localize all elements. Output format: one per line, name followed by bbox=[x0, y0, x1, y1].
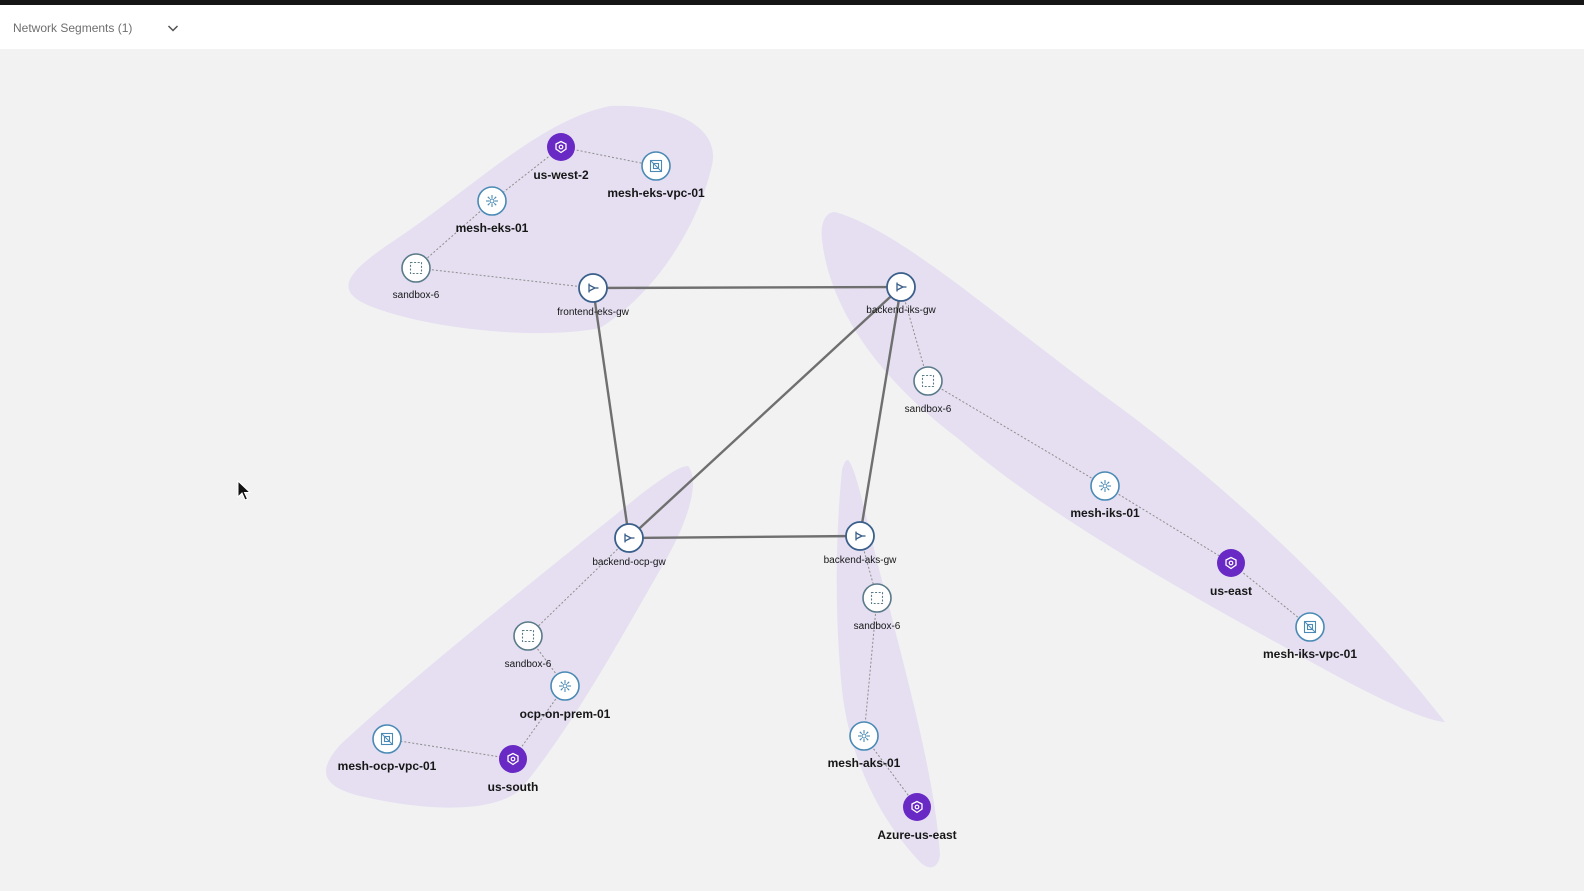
link-backend-ocp-backend-aks bbox=[628, 534, 861, 540]
node-backend-aks-gw[interactable]: backend-aks-gw bbox=[824, 521, 898, 566]
node-label: frontend-eks-gw bbox=[557, 307, 629, 318]
node-sandbox-6-c[interactable]: sandbox-6 bbox=[854, 583, 901, 632]
toolbar: Network Segments (1) bbox=[0, 5, 1584, 49]
node-frontend-eks-gw[interactable]: frontend-eks-gw bbox=[557, 273, 630, 318]
node-label: mesh-aks-01 bbox=[828, 756, 901, 770]
node-label: sandbox-6 bbox=[505, 659, 552, 670]
node-sandbox-6-b[interactable]: sandbox-6 bbox=[905, 366, 952, 415]
node-label: mesh-eks-vpc-01 bbox=[607, 186, 705, 200]
node-mesh-iks-vpc-01[interactable]: mesh-iks-vpc-01 bbox=[1263, 612, 1357, 661]
node-label: sandbox-6 bbox=[854, 621, 901, 632]
node-label: us-south bbox=[488, 780, 539, 794]
node-mesh-aks-01[interactable]: mesh-aks-01 bbox=[828, 721, 901, 770]
mouse-pointer-icon bbox=[237, 480, 251, 501]
node-mesh-eks-vpc-01[interactable]: mesh-eks-vpc-01 bbox=[607, 151, 705, 200]
node-label: ocp-on-prem-01 bbox=[520, 707, 611, 721]
node-label: mesh-iks-01 bbox=[1070, 506, 1140, 520]
node-us-south[interactable]: us-south bbox=[488, 745, 539, 794]
node-us-west-2[interactable]: us-west-2 bbox=[533, 133, 589, 182]
link-backend-iks-backend-ocp bbox=[628, 286, 902, 539]
node-label: mesh-iks-vpc-01 bbox=[1263, 647, 1357, 661]
node-backend-iks-gw[interactable]: backend-iks-gw bbox=[866, 272, 937, 316]
node-label: sandbox-6 bbox=[905, 404, 952, 415]
node-azure-us-east[interactable]: Azure-us-east bbox=[877, 793, 957, 842]
node-label: mesh-eks-01 bbox=[456, 221, 529, 235]
node-label: us-east bbox=[1210, 584, 1252, 598]
link-frontend-eks-backend-iks bbox=[592, 285, 902, 290]
node-mesh-ocp-vpc-01[interactable]: mesh-ocp-vpc-01 bbox=[338, 724, 437, 773]
node-sandbox-6-a[interactable]: sandbox-6 bbox=[393, 253, 440, 301]
network-segments-dropdown[interactable]: Network Segments (1) bbox=[13, 16, 180, 40]
window-top-edge bbox=[0, 0, 1584, 5]
network-segments-label: Network Segments (1) bbox=[13, 21, 133, 35]
region-us-south bbox=[326, 466, 693, 808]
node-label: us-west-2 bbox=[533, 168, 589, 182]
node-label: backend-ocp-gw bbox=[592, 557, 666, 568]
link-frontend-eks-backend-ocp bbox=[591, 287, 631, 539]
region-azure-us-east bbox=[836, 460, 940, 868]
gateway-links bbox=[591, 285, 903, 540]
node-backend-ocp-gw[interactable]: backend-ocp-gw bbox=[592, 523, 666, 568]
node-ocp-on-prem-01[interactable]: ocp-on-prem-01 bbox=[520, 671, 611, 721]
node-label: mesh-ocp-vpc-01 bbox=[338, 759, 437, 773]
region-us-east bbox=[821, 212, 1445, 722]
node-sandbox-6-d[interactable]: sandbox-6 bbox=[505, 621, 552, 670]
node-us-east[interactable]: us-east bbox=[1210, 549, 1252, 598]
link-backend-iks-backend-aks bbox=[858, 286, 903, 537]
region-us-west-2 bbox=[348, 105, 714, 334]
topology-canvas[interactable]: us-west-2 mesh-eks-vpc-01 mesh-eks-01 sa… bbox=[0, 49, 1584, 891]
node-mesh-eks-01[interactable]: mesh-eks-01 bbox=[456, 186, 529, 235]
chevron-down-icon bbox=[168, 25, 179, 32]
node-label: sandbox-6 bbox=[393, 290, 440, 301]
node-label: backend-aks-gw bbox=[824, 555, 898, 566]
node-label: backend-iks-gw bbox=[866, 305, 936, 316]
node-mesh-iks-01[interactable]: mesh-iks-01 bbox=[1070, 471, 1140, 520]
node-label: Azure-us-east bbox=[877, 828, 956, 842]
